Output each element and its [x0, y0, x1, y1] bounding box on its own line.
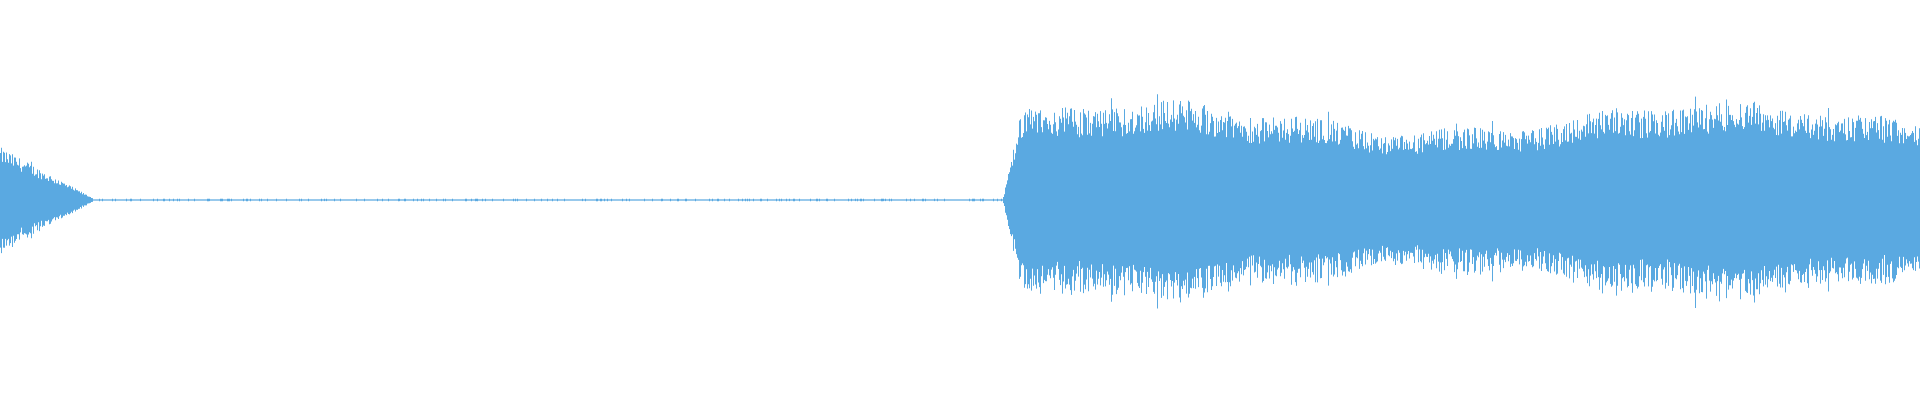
waveform-amplitude-path: [0, 94, 1920, 309]
waveform-bars: [0, 94, 1920, 309]
